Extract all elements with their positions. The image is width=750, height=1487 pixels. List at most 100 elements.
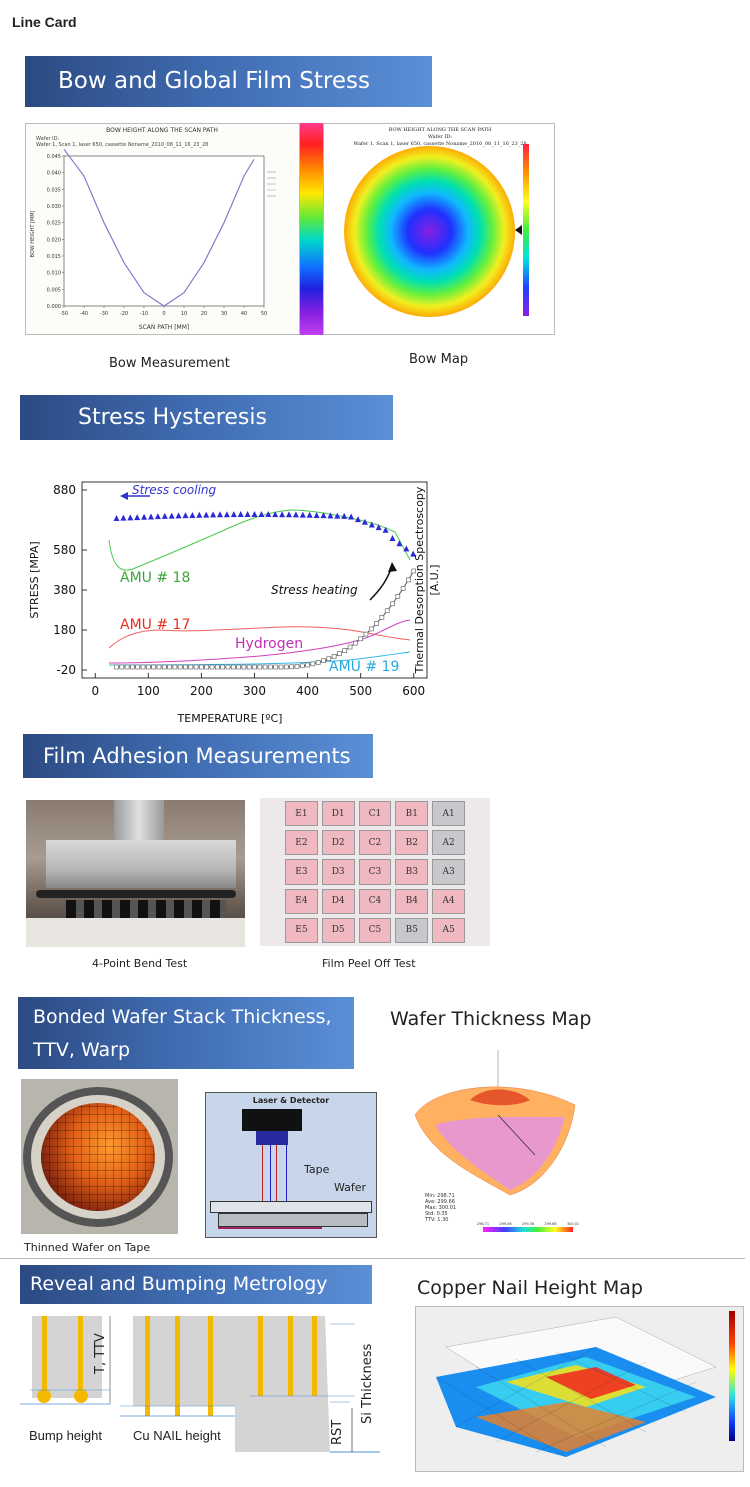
- heating-marker: [193, 664, 199, 670]
- bow-ytick-label: 0.025: [47, 221, 61, 227]
- amu17-label: AMU # 17: [120, 617, 190, 633]
- bow-legend: [267, 171, 276, 197]
- peel-cell: E2: [285, 830, 318, 856]
- bend-base: [26, 918, 245, 947]
- bump-height-label: Bump height: [29, 1428, 102, 1443]
- heating-marker: [305, 662, 310, 668]
- bow-map-wafer: Wafer ID:: [427, 134, 453, 140]
- heating-marker: [268, 664, 273, 670]
- bow-xtick-label: -50: [60, 311, 68, 317]
- thickness-scale: [483, 1227, 573, 1232]
- thickness-stat: Ave: 299.66: [425, 1199, 455, 1205]
- adhesion-header-text: Film Adhesion Measurements: [43, 744, 351, 768]
- heating-marker: [337, 651, 342, 656]
- cooling-marker: [292, 511, 299, 518]
- cooling-marker: [244, 511, 251, 518]
- peel-cell: A1: [432, 801, 465, 827]
- thickness-stat: TTV: 1.30: [424, 1217, 448, 1223]
- peel-cell: A5: [432, 917, 465, 943]
- reveal-header-text: Reveal and Bumping Metrology: [30, 1273, 328, 1295]
- peel-cell: C1: [358, 801, 392, 827]
- cooling-marker: [272, 511, 279, 518]
- cooling-marker: [327, 512, 334, 519]
- bow-xtick-label: 40: [241, 311, 247, 317]
- hysteresis-y2label: Thermal Desorption Spectroscopy: [413, 486, 426, 674]
- heating-marker: [326, 656, 332, 662]
- beam-blue-2: [286, 1145, 287, 1213]
- laser-label: Laser & Detector: [252, 1096, 330, 1105]
- heating-marker: [167, 664, 172, 670]
- bow-map-subtitle: Wafer 1, Scan 1, laser 650, cassette Non…: [353, 141, 527, 147]
- cooling-marker: [348, 513, 355, 520]
- cooling-marker: [382, 526, 389, 533]
- nail-surface-peak: [546, 1367, 636, 1399]
- bow-xlabel: SCAN PATH [MM]: [139, 324, 190, 331]
- cooling-marker: [230, 511, 237, 518]
- laser-detector-diagram: Laser & Detector Tape Wafer: [205, 1092, 377, 1238]
- bow-ytick-label: 0.040: [47, 171, 61, 177]
- bow-map-wafer-disc: [344, 146, 515, 317]
- copper-nail-3d-map: [415, 1306, 744, 1472]
- heating-marker: [135, 664, 141, 670]
- bow-xtick-label: -30: [100, 311, 108, 317]
- heating-marker: [246, 664, 252, 670]
- bow-plot-title: BOW HEIGHT ALONG THE SCAN PATH: [106, 127, 218, 134]
- amu19-label: AMU # 19: [329, 659, 399, 675]
- peel-cell: A3: [432, 859, 465, 885]
- thinned-wafer-caption: Thinned Wafer on Tape: [24, 1241, 151, 1254]
- peel-cell: D4: [321, 888, 355, 914]
- laser-head: [242, 1109, 302, 1131]
- heating-marker: [406, 577, 411, 583]
- bow-ylabel: BOW HEIGHT [MM]: [30, 210, 36, 257]
- heating-marker: [289, 664, 294, 670]
- heating-marker: [257, 664, 263, 670]
- cooling-marker: [299, 511, 306, 518]
- heating-marker: [395, 594, 401, 599]
- heating-marker: [161, 664, 167, 670]
- bow-y-ticks: 0.0000.0050.0100.0150.0200.0250.0300.035…: [47, 154, 64, 310]
- heating-marker: [294, 664, 300, 669]
- heating-marker: [299, 663, 305, 669]
- heating-marker: [241, 664, 247, 670]
- cooling-marker: [361, 518, 368, 525]
- hys-xtick-label: 600: [402, 684, 425, 698]
- four-point-bend-photo: [26, 800, 245, 947]
- wafer-thickness-map-title: Wafer Thickness Map: [390, 1008, 592, 1030]
- beam-red-1: [262, 1145, 263, 1227]
- hys-ytick-label: 580: [53, 543, 76, 557]
- cu-nail-2: [175, 1316, 180, 1416]
- page-title: Line Card: [12, 14, 77, 30]
- thickness-scale-tick: 300.01: [567, 1222, 579, 1226]
- heating-marker: [278, 664, 284, 670]
- peel-cell: A4: [432, 888, 465, 914]
- cu-nail-5: [288, 1316, 293, 1396]
- heating-marker: [374, 621, 379, 626]
- cu-nail-6: [312, 1316, 317, 1396]
- hysteresis-header-text: Stress Hysteresis: [78, 405, 267, 430]
- peel-cell: B1: [395, 801, 429, 827]
- bow-curve: [63, 148, 255, 307]
- cooling-marker: [189, 511, 196, 518]
- heating-marker: [146, 664, 151, 670]
- hys-ytick-label: 880: [53, 483, 76, 497]
- four-point-bend-caption: 4-Point Bend Test: [92, 957, 188, 970]
- thickness-stat: Std: 0.35: [425, 1211, 448, 1217]
- cooling-marker: [286, 511, 292, 518]
- heating-marker: [124, 664, 130, 670]
- heating-marker: [209, 664, 215, 670]
- peel-cell: A2: [432, 830, 465, 856]
- bump-2: [74, 1389, 88, 1403]
- bow-measurement-caption: Bow Measurement: [109, 356, 230, 371]
- heating-marker: [114, 664, 119, 670]
- cooling-marker: [127, 514, 134, 521]
- hys-xtick-label: 400: [296, 684, 319, 698]
- thickness-scale-tick: 299.66: [544, 1222, 556, 1226]
- cooling-marker: [210, 511, 217, 518]
- bow-color-scale: [300, 123, 323, 335]
- hys-ytick-label: 380: [53, 583, 76, 597]
- cooling-marker: [161, 512, 168, 519]
- peel-cell: C4: [358, 888, 392, 914]
- heating-marker: [199, 664, 204, 670]
